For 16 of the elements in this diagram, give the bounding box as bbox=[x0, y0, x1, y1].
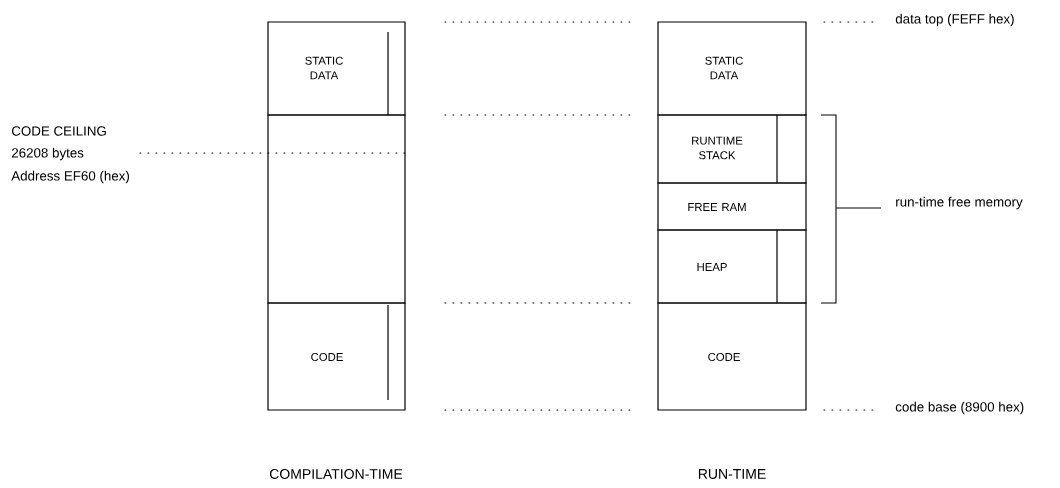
memory-segment: STATIC DATA bbox=[267, 21, 406, 116]
memory-segment: HEAP bbox=[657, 229, 807, 304]
annotation: CODE CEILING bbox=[11, 126, 106, 136]
annotation: run-time free memory bbox=[896, 196, 1023, 210]
memory-segment: CODE bbox=[267, 302, 406, 411]
memory-segment bbox=[267, 114, 406, 304]
memory-segment: FREE RAM bbox=[657, 182, 807, 231]
memory-segment: CODE bbox=[657, 302, 807, 411]
memory-segment: RUNTIME STACK bbox=[657, 114, 807, 184]
annotation: 26208 bytes bbox=[11, 147, 84, 161]
annotation: data top (FEFF hex) bbox=[895, 13, 1014, 27]
column-caption: RUN-TIME bbox=[698, 469, 766, 479]
column-caption: COMPILATION-TIME bbox=[269, 469, 403, 479]
annotation: Address EF60 (hex) bbox=[11, 170, 129, 184]
memory-segment: STATIC DATA bbox=[657, 21, 807, 116]
annotation: code base (8900 hex) bbox=[895, 401, 1024, 415]
